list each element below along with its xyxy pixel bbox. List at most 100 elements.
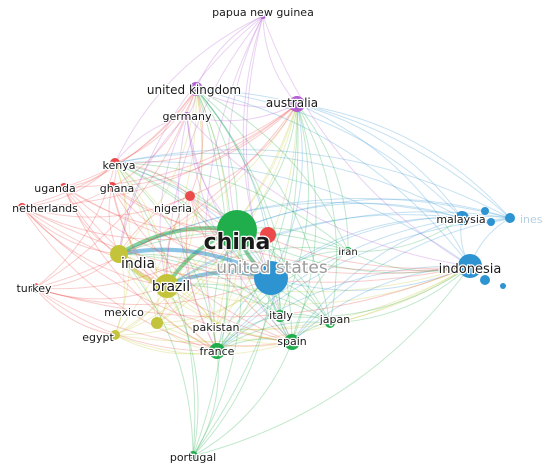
link-italy-india xyxy=(118,253,281,317)
link-philippines-spain xyxy=(291,217,511,343)
link-mexico-indonesia xyxy=(156,265,471,331)
link-turkey-indonesia xyxy=(34,265,471,318)
link-turkey-india xyxy=(34,253,120,289)
link-papua-new-guinea-kenya xyxy=(114,15,264,164)
link-philippines-kenya xyxy=(114,149,511,219)
link-netherlands-france xyxy=(21,206,218,352)
label-portugal: portugal xyxy=(170,451,216,464)
link-egypt-spain xyxy=(114,334,293,356)
link-kenya-united-kingdom xyxy=(114,88,197,164)
label-mexico: mexico xyxy=(104,306,144,319)
node-united-kingdom xyxy=(189,82,203,96)
link-uganda-united-kingdom xyxy=(63,88,197,188)
link-pakistan-united-kingdom xyxy=(195,88,230,328)
link-philippines-china xyxy=(236,198,511,231)
link-philippines-united-kingdom xyxy=(195,88,511,219)
node-brazil xyxy=(155,274,179,298)
link-indonesia-france xyxy=(216,265,471,352)
node-netherlands xyxy=(18,203,26,211)
link-uganda-indonesia xyxy=(63,186,471,275)
node-germany xyxy=(183,112,191,120)
network-links xyxy=(21,15,511,457)
link-portugal-united-states xyxy=(192,277,272,457)
link-philippines-united-states xyxy=(270,215,511,279)
link-turkey-france xyxy=(34,287,218,352)
link-egypt-indonesia xyxy=(114,265,471,343)
node-uganda xyxy=(60,183,68,191)
link-united-states-kenya xyxy=(114,162,272,279)
label-brazil: brazil xyxy=(152,279,190,295)
link-papua-new-guinea-brazil xyxy=(166,15,264,287)
link-pakistan-australia xyxy=(215,103,298,328)
label-malaysia: malaysia xyxy=(436,213,485,226)
link-papua-new-guinea-australia xyxy=(262,15,298,105)
link-indonesia-united-kingdom xyxy=(195,88,471,267)
node-nigeria xyxy=(185,191,195,201)
label-papua-new-guinea: papua new guinea xyxy=(212,6,314,19)
link-united-states-united-kingdom xyxy=(195,88,272,279)
link-japan-france xyxy=(216,321,331,352)
node-papua-new-guinea xyxy=(260,13,266,19)
node-iran xyxy=(344,247,352,255)
link-uganda-india xyxy=(63,186,120,255)
link-pakistan-kenya xyxy=(114,162,217,328)
link-nigeria-india xyxy=(118,195,191,255)
link-papua-new-guinea-united-kingdom xyxy=(195,15,264,90)
link-uganda-china xyxy=(63,186,238,232)
link-ghana-united-kingdom xyxy=(111,88,197,188)
link-germany-brazil xyxy=(159,115,188,287)
link-iran-brazil xyxy=(166,247,349,287)
link-india-united-kingdom xyxy=(118,88,197,255)
link-egypt-france xyxy=(114,334,218,355)
link-malaysia-australia xyxy=(296,103,463,219)
link-ghana-australia xyxy=(111,103,298,188)
label-netherlands: netherlands xyxy=(12,202,78,215)
node-italy xyxy=(274,310,286,322)
link-netherlands-india xyxy=(21,206,120,255)
node-united-states xyxy=(254,261,288,295)
link-ghana-indonesia xyxy=(111,186,471,272)
link-india-indonesia xyxy=(118,253,471,293)
link-turkey-united-kingdom xyxy=(34,88,197,289)
label-italy: italy xyxy=(269,309,293,322)
label-france: france xyxy=(200,345,235,358)
node-unlabeled-2 xyxy=(481,207,489,215)
link-portugal-france xyxy=(192,350,219,457)
link-portugal-indonesia xyxy=(192,265,471,457)
link-egypt-kenya xyxy=(114,162,131,336)
link-turkey-spain xyxy=(34,287,293,347)
link-germany-united-states xyxy=(186,115,272,279)
link-papua-new-guinea-india xyxy=(118,15,264,255)
node-malaysia xyxy=(455,211,469,225)
link-malaysia-united-kingdom xyxy=(195,88,463,219)
link-france-kenya xyxy=(114,162,218,352)
node-unlabeled-4 xyxy=(480,275,490,285)
link-philippines-india xyxy=(118,198,511,255)
link-uganda-australia xyxy=(63,103,298,188)
node-portugal xyxy=(188,451,198,461)
label-australia: australia xyxy=(266,96,318,110)
link-brazil-spain xyxy=(166,285,293,343)
node-kenya xyxy=(110,158,120,168)
node-pakistan xyxy=(212,323,220,331)
link-germany-australia xyxy=(186,103,298,122)
link-united-states-australia xyxy=(270,103,303,279)
link-papua-new-guinea-united-states xyxy=(242,15,272,279)
node-unlabeled-3 xyxy=(487,218,495,226)
link-uganda-france xyxy=(63,186,218,352)
link-brazil-united-kingdom xyxy=(166,88,203,287)
link-netherlands-united-states xyxy=(21,206,272,280)
link-portugal-india xyxy=(118,253,194,457)
link-india-spain xyxy=(118,253,293,343)
link-ghana-france xyxy=(111,186,218,352)
label-ghana: ghana xyxy=(100,182,134,195)
link-germany-indonesia xyxy=(186,115,471,267)
link-india-france xyxy=(118,253,218,352)
link-netherlands-australia xyxy=(21,103,298,208)
node-unlabeled-5 xyxy=(500,283,506,289)
link-italy-indonesia xyxy=(279,265,471,318)
link-netherlands-ghana xyxy=(21,186,113,209)
link-united-states-indonesia xyxy=(270,265,471,291)
